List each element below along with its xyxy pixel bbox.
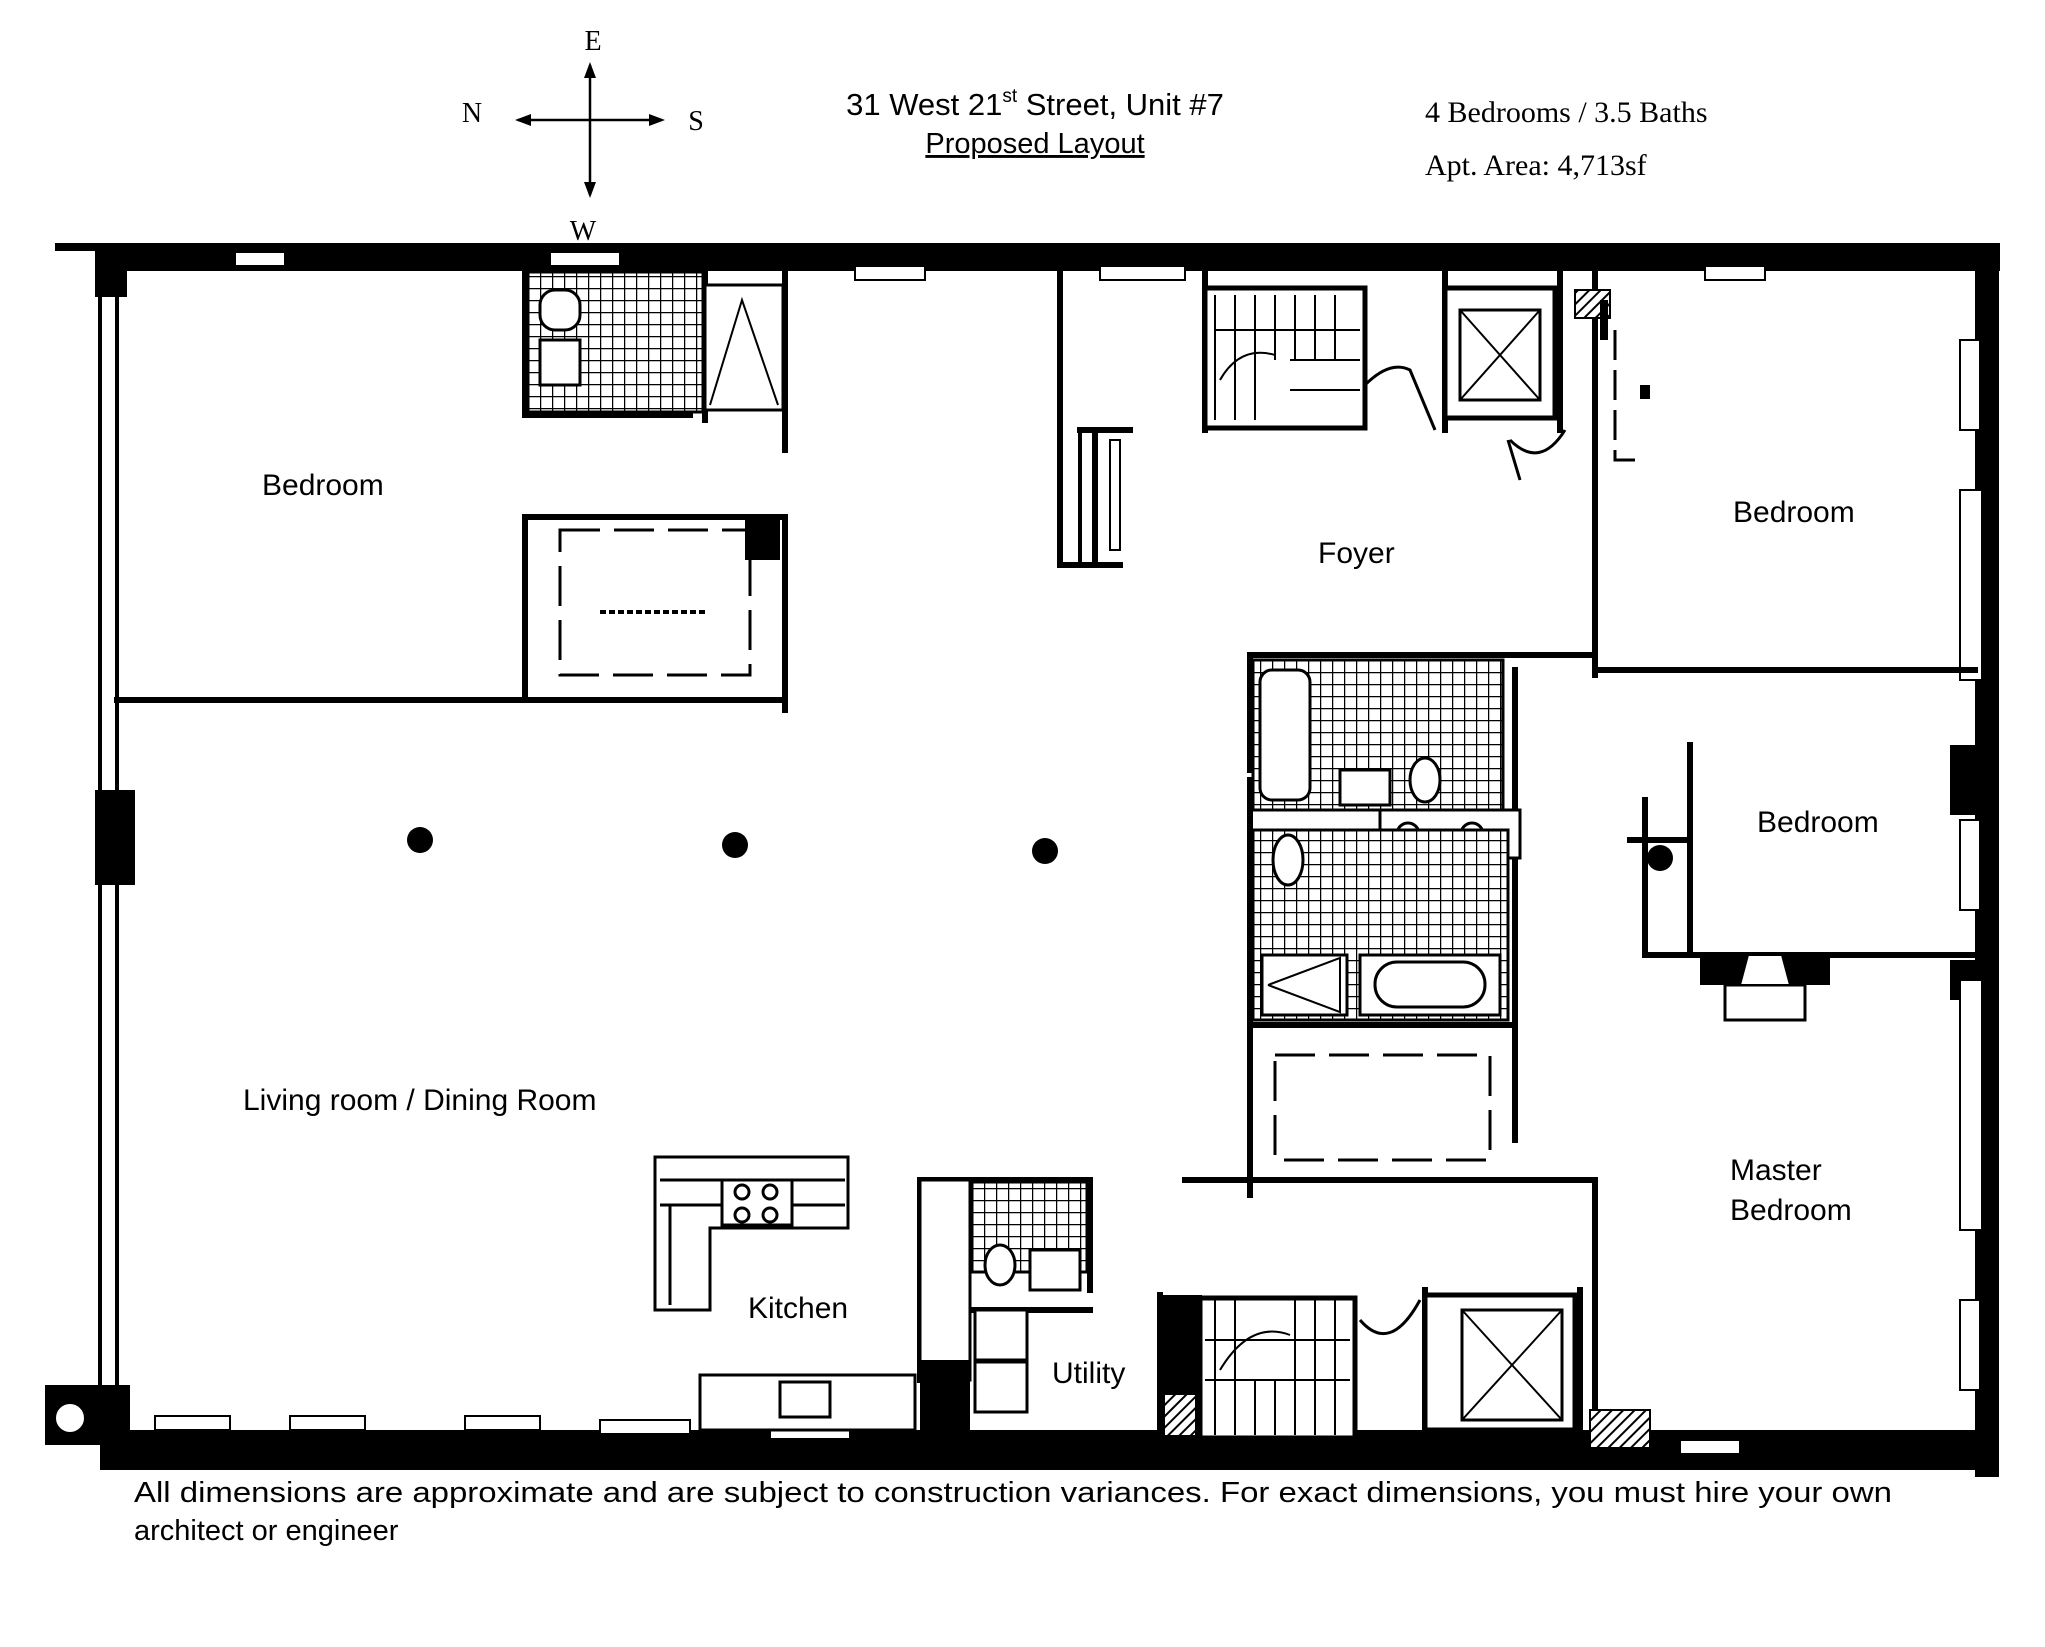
foyer-closet (1078, 428, 1130, 567)
disclaimer-line1: All dimensions are approximate and are s… (134, 1477, 1892, 1509)
utility-room (918, 1178, 1089, 1440)
layout-subtitle: Proposed Layout (925, 128, 1144, 160)
apartment-area: Apt. Area: 4,713sf (1425, 149, 1647, 182)
nw-closet (558, 528, 752, 677)
address-title: 31 West 21st Street, Unit #7 (846, 86, 1224, 122)
label-bedroom-se2: Bedroom (1757, 806, 1879, 839)
label-bedroom-se1: Bedroom (1733, 496, 1855, 529)
room-labels: Bedroom Foyer Bedroom Bedroom Living roo… (243, 469, 1879, 1390)
fireplace (1700, 954, 1830, 1022)
compass-north: N (462, 98, 482, 129)
label-living-dining: Living room / Dining Room (243, 1084, 596, 1117)
disclaimer-line2: architect or engineer (134, 1515, 399, 1547)
lower-staircase (1160, 1292, 1651, 1449)
label-master-line2: Bedroom (1730, 1194, 1852, 1227)
structural-columns (407, 827, 1673, 871)
label-bedroom-nw: Bedroom (262, 469, 384, 502)
compass-south: S (688, 106, 704, 137)
windows (154, 251, 1983, 1455)
bedrooms-baths: 4 Bedrooms / 3.5 Baths (1425, 96, 1708, 129)
upper-staircase (1202, 285, 1611, 481)
compass-east: E (584, 26, 601, 57)
label-utility: Utility (1052, 1357, 1125, 1390)
label-master-line1: Master (1730, 1154, 1822, 1187)
label-foyer: Foyer (1318, 537, 1395, 570)
exterior-walls (45, 243, 2000, 1477)
kitchen-counters (653, 1155, 917, 1432)
master-closet (1273, 1053, 1492, 1162)
compass-rose: E W N S (462, 26, 704, 247)
west-wall (52, 290, 119, 1436)
compass-west: W (570, 216, 597, 247)
east-closet (1613, 330, 1645, 462)
label-kitchen: Kitchen (748, 1292, 848, 1325)
